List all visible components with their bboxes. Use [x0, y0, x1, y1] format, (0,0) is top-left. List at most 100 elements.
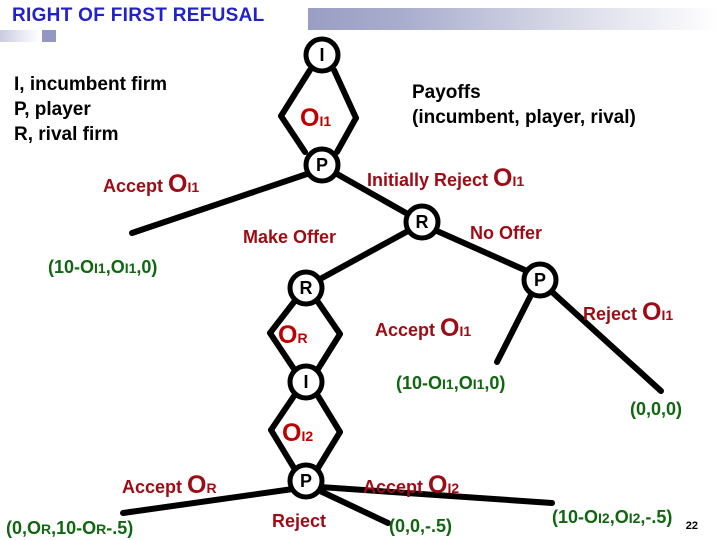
- node-label-R-mid: R: [416, 212, 429, 232]
- payoff-subscript: I1: [124, 260, 137, 276]
- payoff-text: (10-O: [552, 507, 599, 527]
- action-text: Initially Reject: [367, 170, 494, 190]
- offer-subscript: I2: [301, 428, 314, 444]
- payoff-subscript: I2: [598, 510, 610, 526]
- edge-pright-reject: [548, 288, 664, 394]
- node-circle-R-mid[interactable]: [403, 203, 441, 241]
- offer-subscript: I1: [512, 173, 525, 189]
- payoff-text: (0,O: [6, 518, 42, 538]
- action-label-accept-oi2[interactable]: Accept OI2: [363, 473, 459, 498]
- edge-oi2-left-down: [268, 427, 297, 471]
- payoff-label-payoff-reject-oi1: (0,0,0): [630, 400, 682, 418]
- payoffs-heading: Payoffs: [412, 82, 481, 103]
- payoffs-order: (incumbent, player, rival): [412, 107, 636, 128]
- edge-plow-accept-or: [120, 486, 296, 516]
- action-text: Reject: [583, 304, 643, 324]
- payoff-label-payoff-accept-or: (0,OR,10-OR-.5): [6, 519, 133, 537]
- offer-symbol: O: [282, 419, 302, 447]
- payoff-text: ,10-O: [51, 518, 97, 538]
- edge-rleft-left: [267, 299, 297, 336]
- edge-rmid-nooffer: [434, 228, 530, 274]
- payoff-label-payoff-accept-oi2: (10-OI2,OI2,-.5): [552, 508, 672, 526]
- legend-definitions: I, incumbent firm P, player R, rival firm: [14, 72, 167, 147]
- edge-itop-right: [331, 67, 359, 121]
- edge-ilow-right: [315, 393, 343, 435]
- offer-symbol: O: [440, 314, 460, 342]
- edge-oi2-right-down: [315, 429, 343, 471]
- action-label-no-offer[interactable]: No Offer: [470, 223, 542, 243]
- page-number: 22: [685, 520, 698, 532]
- payoff-text: ,O: [609, 507, 629, 527]
- payoff-label-payoff-reject-low: (0,0,-.5): [389, 517, 452, 535]
- node-label-P-top: P: [316, 155, 328, 175]
- node-circle-P-right[interactable]: [521, 261, 559, 299]
- action-label-accept-or[interactable]: Accept OR: [122, 473, 217, 498]
- offer-symbol: O: [168, 170, 188, 198]
- action-label-initially-reject[interactable]: Initially Reject OI1: [367, 166, 524, 191]
- edge-ptop-accept: [129, 171, 310, 236]
- edge-plow-accept-oi2: [317, 484, 555, 506]
- action-label-accept-oi1-top[interactable]: Accept OI1: [103, 172, 199, 197]
- node-circle-P-top[interactable]: [303, 146, 341, 184]
- payoff-text: ,-.5): [640, 507, 673, 527]
- payoff-subscript: I1: [472, 376, 485, 392]
- node-label-I-low: I: [303, 372, 308, 392]
- edge-itop-left: [278, 67, 313, 119]
- payoff-text: (10-O: [48, 257, 95, 277]
- action-label-reject-low[interactable]: Reject: [272, 511, 327, 531]
- left-square-accent: [42, 30, 56, 42]
- action-label-reject-oi1[interactable]: Reject OI1: [583, 300, 673, 325]
- node-circle-R-left[interactable]: [287, 269, 325, 307]
- payoff-text: ,O: [105, 257, 125, 277]
- legend-line-1: P, player: [14, 99, 91, 120]
- legend-line-0: I, incumbent firm: [14, 74, 168, 95]
- payoff-label-payoff-accept-oi1-right: (10-OI1,OI1,0): [396, 374, 505, 392]
- offer-subscript: I2: [447, 480, 460, 496]
- offer-symbol: O: [642, 298, 662, 326]
- offer-symbol: O: [493, 164, 513, 192]
- payoff-text: ,O: [453, 373, 473, 393]
- offer-symbol: O: [278, 321, 298, 349]
- payoff-text: (0,0,-.5): [389, 516, 453, 536]
- edge-or-left-down: [267, 330, 297, 372]
- payoff-text: (0,0,0): [630, 399, 683, 419]
- legend-line-2: R, rival firm: [14, 124, 119, 145]
- payoff-label-payoff-accept-oi1-top: (10-OI1,OI1,0): [48, 258, 157, 276]
- edge-rleft-right: [315, 299, 343, 337]
- edge-or-right-down: [315, 331, 343, 372]
- edge-rmid-makeoffer: [319, 228, 411, 281]
- offer-subscript: R: [206, 480, 217, 496]
- offer-subscript: I1: [661, 307, 674, 323]
- payoff-text: -.5): [106, 518, 134, 538]
- offer-label-O-R: OR: [278, 323, 308, 348]
- edge-oi1-left-down: [278, 113, 308, 155]
- node-circle-I-top[interactable]: [303, 36, 341, 74]
- payoff-subscript: R: [96, 521, 107, 537]
- payoff-subscript: I2: [628, 510, 641, 526]
- node-label-I-top: I: [319, 45, 324, 65]
- offer-symbol: O: [428, 471, 448, 499]
- header-gradient-bar: [308, 8, 720, 30]
- node-label-R-left: R: [300, 278, 313, 298]
- node-label-P-right: P: [534, 270, 546, 290]
- node-circle-P-low[interactable]: [287, 462, 325, 500]
- edge-ptop-reject: [334, 171, 409, 216]
- edge-oi1-right-down: [334, 115, 359, 155]
- action-label-accept-oi1-right[interactable]: Accept OI1: [375, 316, 471, 341]
- payoff-subscript: R: [41, 521, 52, 537]
- payoff-subscript: I1: [94, 260, 106, 276]
- node-circle-I-low[interactable]: [287, 363, 325, 401]
- action-text: Accept: [375, 320, 441, 340]
- payoff-subscript: I1: [442, 376, 454, 392]
- offer-subscript: R: [297, 330, 308, 346]
- action-text: Accept: [122, 477, 188, 497]
- payoff-text: ,0): [484, 373, 506, 393]
- action-label-make-offer[interactable]: Make Offer: [243, 227, 337, 247]
- edge-ilow-left: [268, 393, 297, 433]
- offer-subscript: I1: [459, 323, 472, 339]
- offer-symbol: O: [300, 104, 320, 132]
- edge-pright-accept: [494, 290, 535, 365]
- offer-label-O-I1: OI1: [300, 106, 331, 131]
